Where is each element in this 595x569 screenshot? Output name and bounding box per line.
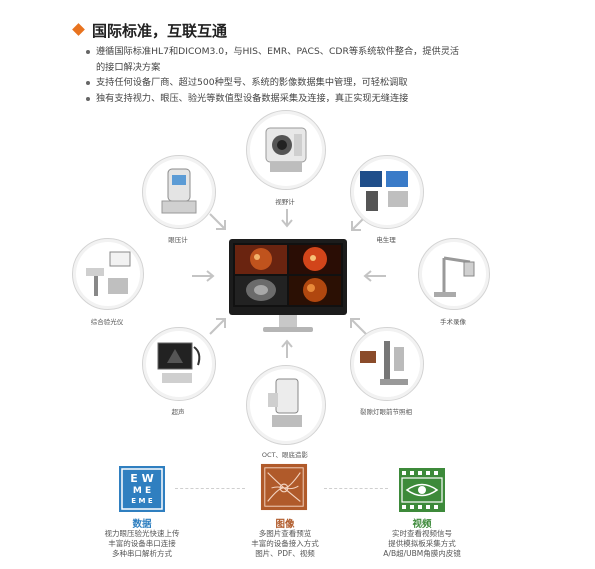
oct-icon bbox=[268, 378, 302, 427]
perimeter-icon bbox=[265, 127, 307, 172]
arrow-icon bbox=[192, 270, 215, 282]
device-label: 裂隙灯眼前节照相 bbox=[360, 408, 412, 416]
bullet-item: 支持任何设备厂商、超过500种型号、系统的影像数据集中管理，可轻松调取 bbox=[86, 75, 526, 91]
desc-line: 多种串口解析方式 bbox=[112, 549, 172, 558]
eye-chart-icon: E W M E E M E bbox=[119, 466, 165, 512]
arrow-icon bbox=[350, 318, 367, 335]
arrow-icon bbox=[281, 209, 293, 228]
bullet-item: 独有支持视力、眼压、验光等数值型设备数据采集及连接，真正实现无缝连接 bbox=[86, 91, 526, 107]
device-label: 电生理 bbox=[376, 236, 396, 244]
svg-text:M E: M E bbox=[133, 486, 151, 496]
ultrasound-icon bbox=[157, 342, 201, 383]
device-label: 眼压计 bbox=[168, 236, 188, 244]
desc-line: 丰富的设备接入方式 bbox=[251, 539, 319, 548]
bullet-item: 遵循国际标准HL7和DICOM3.0，与HIS、EMR、PACS、CDR等系统软… bbox=[86, 44, 526, 60]
image-title: 图像 bbox=[275, 519, 295, 530]
bullet-list: 遵循国际标准HL7和DICOM3.0，与HIS、EMR、PACS、CDR等系统软… bbox=[86, 44, 526, 106]
bullet-item-continued: 的接口解决方案 bbox=[96, 61, 161, 73]
device-label: 视野计 bbox=[275, 198, 295, 206]
desc-line: A/B超/UBM角膜内皮镜 bbox=[383, 549, 461, 558]
video-title: 视频 bbox=[412, 519, 432, 530]
desc-line: 多图片查看预览 bbox=[258, 529, 312, 538]
svg-text:E M E: E M E bbox=[131, 497, 153, 505]
connector-line bbox=[175, 488, 245, 490]
data-description: 视力眼压验光快速上传 丰富的设备串口连接 多种串口解析方式 bbox=[82, 529, 202, 559]
desc-line: 图片、PDF、视频 bbox=[255, 549, 315, 558]
arrow-icon bbox=[209, 318, 226, 335]
desc-line: 实时查看视频信号 bbox=[392, 529, 452, 538]
tonometer-icon bbox=[161, 168, 197, 214]
image-description: 多图片查看预览 丰富的设备接入方式 图片、PDF、视频 bbox=[225, 529, 345, 559]
data-title: 数据 bbox=[132, 519, 152, 530]
device-label: OCT、眼底造影 bbox=[261, 451, 309, 459]
desc-line: 视力眼压验光快速上传 bbox=[104, 529, 180, 538]
surgery-microscope-icon bbox=[434, 256, 475, 297]
arrow-icon bbox=[281, 339, 293, 358]
svg-text:E W: E W bbox=[130, 472, 153, 485]
electrophysiology-icon bbox=[360, 171, 408, 211]
desc-line: 丰富的设备串口连接 bbox=[108, 539, 176, 548]
refraction-icon bbox=[86, 251, 131, 296]
device-label: 综合验光仪 bbox=[90, 318, 124, 326]
arrow-icon bbox=[209, 213, 226, 230]
section-title: 国际标准，互联互通 bbox=[92, 22, 228, 40]
device-label: 手术录像 bbox=[440, 318, 466, 326]
video-description: 实时查看视频信号 提供模拟板采集方式 A/B超/UBM角膜内皮镜 bbox=[362, 529, 482, 559]
arrow-icon bbox=[363, 270, 386, 282]
diamond-icon bbox=[72, 23, 85, 36]
connector-line bbox=[324, 488, 388, 490]
fundus-image-icon bbox=[260, 463, 308, 511]
film-eye-icon bbox=[399, 468, 445, 512]
central-monitor bbox=[229, 239, 347, 332]
device-label: 超声 bbox=[171, 408, 185, 416]
desc-line: 提供模拟板采集方式 bbox=[388, 539, 456, 548]
slit-lamp-icon bbox=[360, 341, 408, 385]
